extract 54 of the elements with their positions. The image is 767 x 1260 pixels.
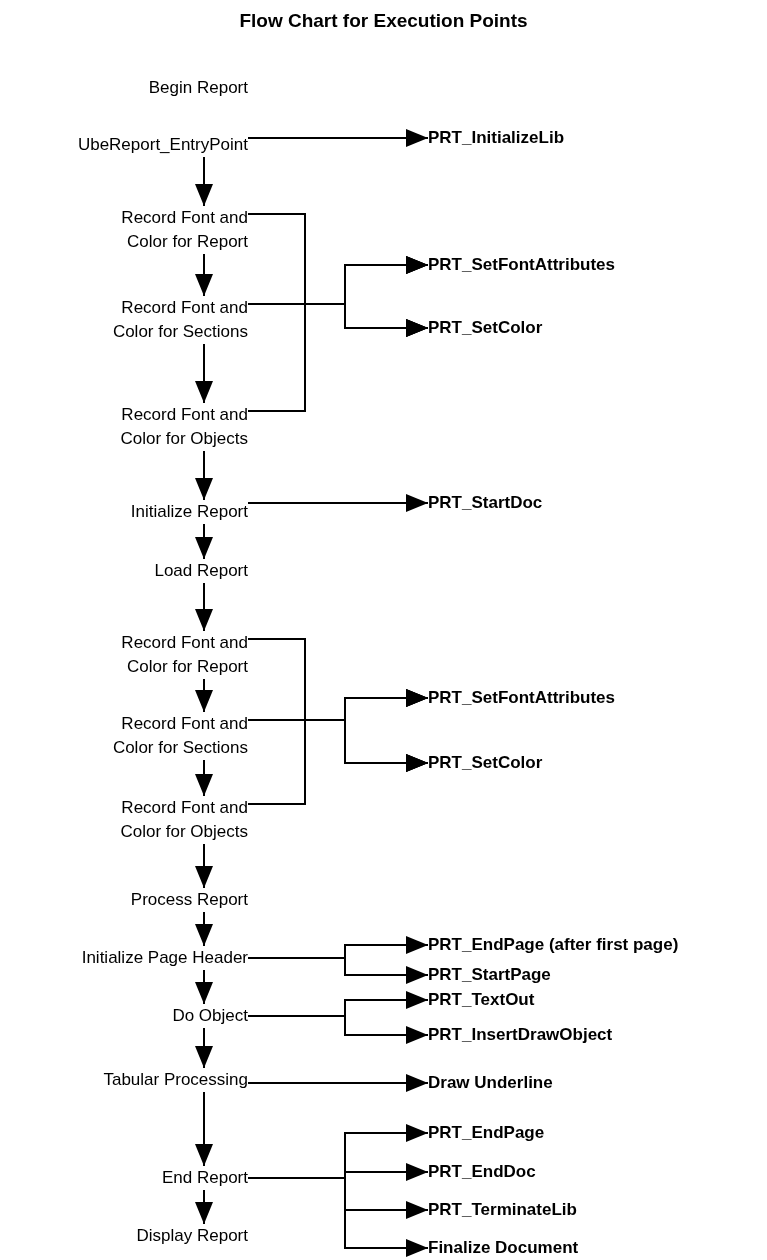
- arrow: [195, 1027, 213, 1069]
- function-label: PRT_InsertDrawObject: [428, 1024, 613, 1046]
- step-label: Record Font and Color for Report: [96, 206, 248, 254]
- arrow: [195, 969, 213, 1005]
- arrow: [195, 343, 213, 404]
- arrow: [247, 129, 429, 147]
- arrow: [195, 253, 213, 297]
- diagram-title: Flow Chart for Execution Points: [239, 10, 528, 32]
- function-label: Finalize Document: [428, 1237, 579, 1259]
- function-label: PRT_SetColor: [428, 752, 543, 774]
- arrow: [195, 523, 213, 560]
- arrow: [195, 156, 213, 207]
- arrow: [195, 1189, 213, 1225]
- arrow: [195, 450, 213, 501]
- step-label: Begin Report: [148, 76, 248, 100]
- function-label: PRT_EndPage: [428, 1122, 545, 1144]
- function-label: Draw Underline: [428, 1072, 553, 1094]
- step-label: Record Font and Color for Objects: [96, 403, 248, 451]
- function-label: PRT_TextOut: [428, 989, 535, 1011]
- function-label: PRT_EndPage (after first page): [428, 934, 679, 956]
- arrow: [247, 1015, 429, 1044]
- arrow: [247, 494, 429, 512]
- function-label: PRT_SetFontAttributes: [428, 687, 615, 709]
- step-label: Initialize Page Header: [81, 946, 248, 970]
- step-label: Record Font and Color for Sections: [96, 712, 248, 760]
- arrow: [247, 719, 429, 805]
- function-label: PRT_InitializeLib: [428, 127, 565, 149]
- arrow: [247, 1074, 429, 1092]
- step-label: Initialize Report: [130, 500, 248, 524]
- arrow: [195, 911, 213, 947]
- arrow: [195, 582, 213, 632]
- function-label: PRT_StartPage: [428, 964, 551, 986]
- step-label: Record Font and Color for Report: [96, 631, 248, 679]
- arrow: [247, 1177, 429, 1257]
- step-label: Tabular Processing: [103, 1068, 248, 1092]
- step-label: Record Font and Color for Objects: [96, 796, 248, 844]
- step-label: Process Report: [130, 888, 248, 912]
- function-label: PRT_TerminateLib: [428, 1199, 577, 1221]
- step-label: End Report: [162, 1166, 248, 1190]
- step-label: Load Report: [154, 559, 248, 583]
- arrow: [247, 957, 429, 984]
- step-label: Display Report: [136, 1224, 248, 1248]
- step-label: Do Object: [172, 1004, 248, 1028]
- function-label: PRT_EndDoc: [428, 1161, 536, 1183]
- function-label: PRT_SetFontAttributes: [428, 254, 615, 276]
- function-label: PRT_SetColor: [428, 317, 543, 339]
- step-label: Record Font and Color for Sections: [96, 296, 248, 344]
- arrow: [247, 303, 429, 412]
- function-label: PRT_StartDoc: [428, 492, 543, 514]
- arrow: [195, 843, 213, 889]
- arrow: [195, 759, 213, 797]
- arrow: [195, 1091, 213, 1167]
- arrow: [195, 678, 213, 713]
- step-label: UbeReport_EntryPoint: [77, 133, 248, 157]
